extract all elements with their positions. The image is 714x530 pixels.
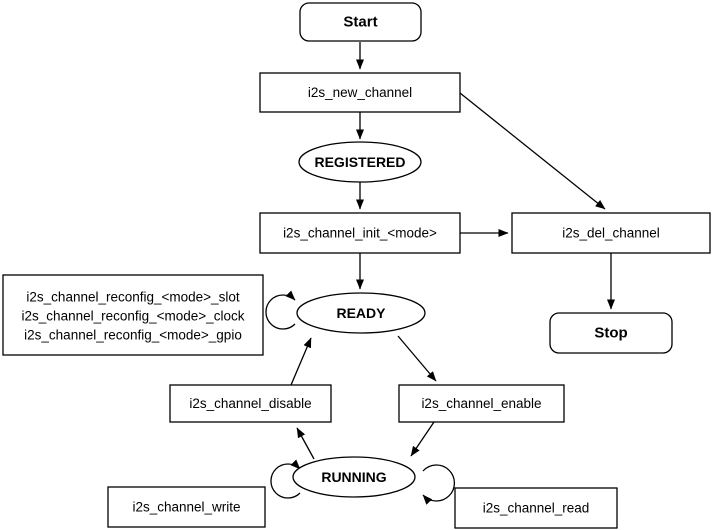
del-channel-box — [511, 212, 711, 254]
channel-init-box — [259, 212, 461, 254]
edge-new-channel-to-del-channel — [459, 92, 606, 210]
node-channel-enable: i2s_channel_enable — [398, 384, 565, 423]
node-new-channel: i2s_new_channel — [259, 72, 461, 113]
reconfig-box — [2, 274, 264, 356]
ready-state-ellipse — [296, 292, 426, 334]
node-state-ready: READY — [296, 292, 426, 334]
node-state-registered: REGISTERED — [298, 141, 422, 183]
reconfig-line-gpio: i2s_channel_reconfig_<mode>_gpio — [24, 328, 242, 343]
node-state-running: RUNNING — [292, 456, 416, 498]
node-stop: Stop — [549, 312, 673, 354]
edge-disable-to-ready — [290, 337, 312, 386]
edge-running-write-self-loop — [270, 459, 301, 499]
node-reconfig: i2s_channel_reconfig_<mode>_slot i2s_cha… — [2, 274, 264, 356]
edge-ready-reconfig-self-loop — [265, 290, 296, 330]
node-channel-disable: i2s_channel_disable — [169, 384, 332, 423]
node-del-channel: i2s_del_channel — [511, 212, 711, 254]
ready-state-label: READY — [336, 305, 386, 321]
start-label: Start — [343, 14, 377, 31]
node-channel-init: i2s_channel_init_<mode> — [259, 212, 461, 254]
channel-write-label: i2s_channel_write — [132, 500, 240, 515]
channel-read-label: i2s_channel_read — [483, 501, 590, 516]
reconfig-line-slot: i2s_channel_reconfig_<mode>_slot — [26, 290, 239, 305]
stop-terminal-shape — [549, 312, 673, 354]
channel-enable-box — [398, 384, 565, 423]
node-channel-write: i2s_channel_write — [107, 486, 266, 528]
reconfig-line-clock: i2s_channel_reconfig_<mode>_clock — [22, 309, 245, 324]
node-start: Start — [299, 2, 422, 42]
channel-enable-label: i2s_channel_enable — [421, 396, 541, 411]
node-channel-read: i2s_channel_read — [454, 487, 618, 529]
channel-read-box — [454, 487, 618, 529]
channel-disable-label: i2s_channel_disable — [189, 396, 311, 411]
new-channel-label: i2s_new_channel — [308, 85, 412, 100]
new-channel-box — [259, 72, 461, 113]
channel-init-label: i2s_channel_init_<mode> — [283, 226, 437, 241]
start-terminal-shape — [299, 2, 422, 42]
registered-state-ellipse — [298, 141, 422, 183]
running-state-ellipse — [292, 456, 416, 498]
edge-enable-to-running — [410, 421, 435, 457]
del-channel-label: i2s_del_channel — [562, 226, 660, 241]
channel-disable-box — [169, 384, 332, 423]
stop-label: Stop — [594, 325, 627, 342]
channel-write-box — [107, 486, 266, 528]
edge-running-read-self-loop — [422, 464, 455, 505]
edge-running-to-disable — [296, 427, 315, 460]
edge-ready-to-enable — [397, 335, 437, 382]
running-state-label: RUNNING — [321, 469, 386, 485]
registered-state-label: REGISTERED — [314, 154, 405, 170]
